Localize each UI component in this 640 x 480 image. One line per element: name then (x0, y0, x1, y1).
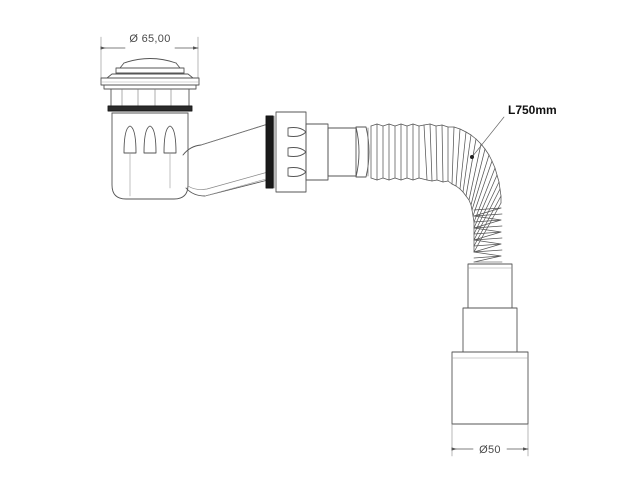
angled-pipe-outline (182, 123, 269, 197)
flange-taper (106, 73, 194, 79)
threaded-body (107, 88, 193, 112)
leader-hose-length (470, 116, 505, 159)
nut-fin-1 (287, 127, 307, 137)
flange-gasket (107, 105, 193, 112)
hose-bend-corrugations (418, 123, 502, 253)
trap-body-with-slots (111, 112, 189, 200)
nut-fin-2 (287, 147, 307, 157)
dimension-label-top-diameter: Ø 65,00 (129, 33, 170, 45)
cap-rim (115, 67, 185, 74)
leader-line (471, 116, 505, 158)
leader-dot (470, 155, 474, 159)
stepped-reducer (305, 123, 370, 181)
dimension-top-diameter (100, 36, 199, 79)
gasket-block (265, 115, 274, 189)
thread-barrel (110, 88, 190, 107)
gasket-seal (265, 115, 275, 189)
nut-fin-3 (287, 167, 307, 177)
cap-dome (123, 58, 177, 64)
angled-pipe-lower-edge (187, 171, 269, 190)
dimension-outlet-diameter (451, 423, 529, 457)
trap-slot-3 (163, 125, 177, 154)
angled-pipe-top-edge (200, 123, 269, 146)
dimension-label-outlet-diameter: Ø50 (479, 444, 501, 456)
angled-outlet-pipe (182, 123, 269, 197)
outlet-cuff (451, 351, 529, 425)
angled-pipe-shadow (204, 178, 267, 197)
drain-flange (100, 73, 200, 90)
reducer-step-1 (305, 123, 329, 181)
annotation-label-hose-length: L750mm (508, 103, 557, 117)
reducer-step-2 (327, 127, 357, 177)
cap-dome-sides (119, 62, 181, 69)
hose-straight-horizontal (367, 123, 420, 181)
strainer-cap (115, 58, 185, 74)
nut-body (275, 111, 307, 193)
flange-underplate (103, 84, 197, 90)
trap-slot-1 (123, 125, 137, 154)
hose-straight-vertical (473, 207, 503, 263)
flange-plate (100, 77, 200, 86)
flexible-corrugated-hose (367, 123, 503, 263)
outlet-pipe-mid (462, 307, 518, 353)
trap-body-outline (111, 112, 189, 200)
reducer-collar (355, 126, 370, 178)
ribbed-coupling-nut (275, 111, 307, 193)
trap-slot-2 (143, 125, 157, 154)
outlet-cuff-body (451, 351, 529, 425)
outlet-pipe (462, 263, 518, 353)
outlet-pipe-upper (467, 263, 513, 309)
